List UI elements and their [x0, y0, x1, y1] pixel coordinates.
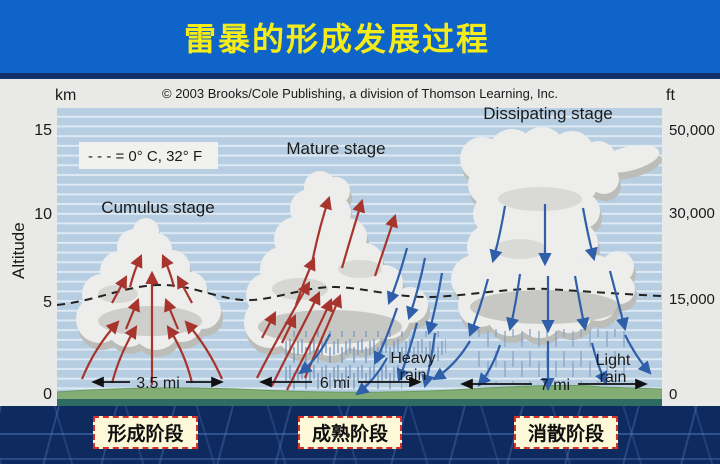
width-label-mature: 6 mi [320, 375, 350, 392]
svg-text:5: 5 [43, 294, 52, 311]
svg-text:Light: Light [596, 352, 631, 369]
altitude-axis-label: Altitude [9, 222, 28, 279]
svg-text:30,000: 30,000 [669, 205, 715, 222]
freezing-legend: - - - = 0° C, 32° F [79, 142, 218, 169]
svg-text:0: 0 [669, 386, 677, 403]
svg-text:15,000: 15,000 [669, 291, 715, 308]
mature-downdraft-arrows [298, 247, 444, 396]
svg-text:rain: rain [600, 369, 627, 386]
stage-label-cumulus: Cumulus stage [101, 198, 214, 217]
left-axis-ticks: 15 10 5 0 [34, 122, 52, 403]
svg-text:50,000: 50,000 [669, 122, 715, 139]
caption-label-formation: 形成阶段 [107, 424, 184, 445]
svg-text:0: 0 [43, 386, 52, 403]
title-divider [0, 73, 720, 79]
mature-updraft-arrows [256, 195, 398, 391]
caption-box-formation: 形成阶段 [93, 416, 198, 449]
title-band: 雷暴的形成发展过程 [0, 0, 720, 73]
right-axis-unit: ft [666, 87, 675, 104]
stage-label-dissipating: Dissipating stage [483, 104, 612, 123]
left-axis-unit: km [55, 87, 76, 104]
width-label-cumulus: 3.5 mi [136, 375, 180, 392]
caption-box-mature: 成熟阶段 [298, 416, 402, 449]
svg-text:Heavy: Heavy [390, 350, 435, 367]
width-label-dissipating: 7 mi [540, 377, 570, 394]
caption-label-dissipation: 消散阶段 [527, 424, 604, 445]
caption-label-mature: 成熟阶段 [311, 424, 388, 445]
storm-diagram: - - - = 0° C, 32° F Cumulus stage Mature… [9, 86, 715, 406]
copyright-note: © 2003 Brooks/Cole Publishing, a divisio… [162, 86, 558, 101]
cumulus-updraft-arrows [80, 254, 224, 385]
width-measures [91, 376, 648, 390]
caption-box-dissipation: 消散阶段 [514, 416, 618, 449]
svg-text:15: 15 [34, 122, 52, 139]
stage-label-mature: Mature stage [286, 139, 385, 158]
figure-panel: - - - = 0° C, 32° F Cumulus stage Mature… [0, 79, 720, 406]
dissipating-downdraft-arrows [432, 204, 652, 392]
svg-text:10: 10 [34, 206, 52, 223]
slide-title: 雷暴的形成发展过程 [183, 21, 490, 57]
right-axis-ticks: 50,000 30,000 15,000 0 [669, 122, 715, 403]
light-rain-label: Light rain [596, 352, 631, 386]
freezing-legend-label: - - - = 0° C, 32° F [88, 148, 202, 165]
